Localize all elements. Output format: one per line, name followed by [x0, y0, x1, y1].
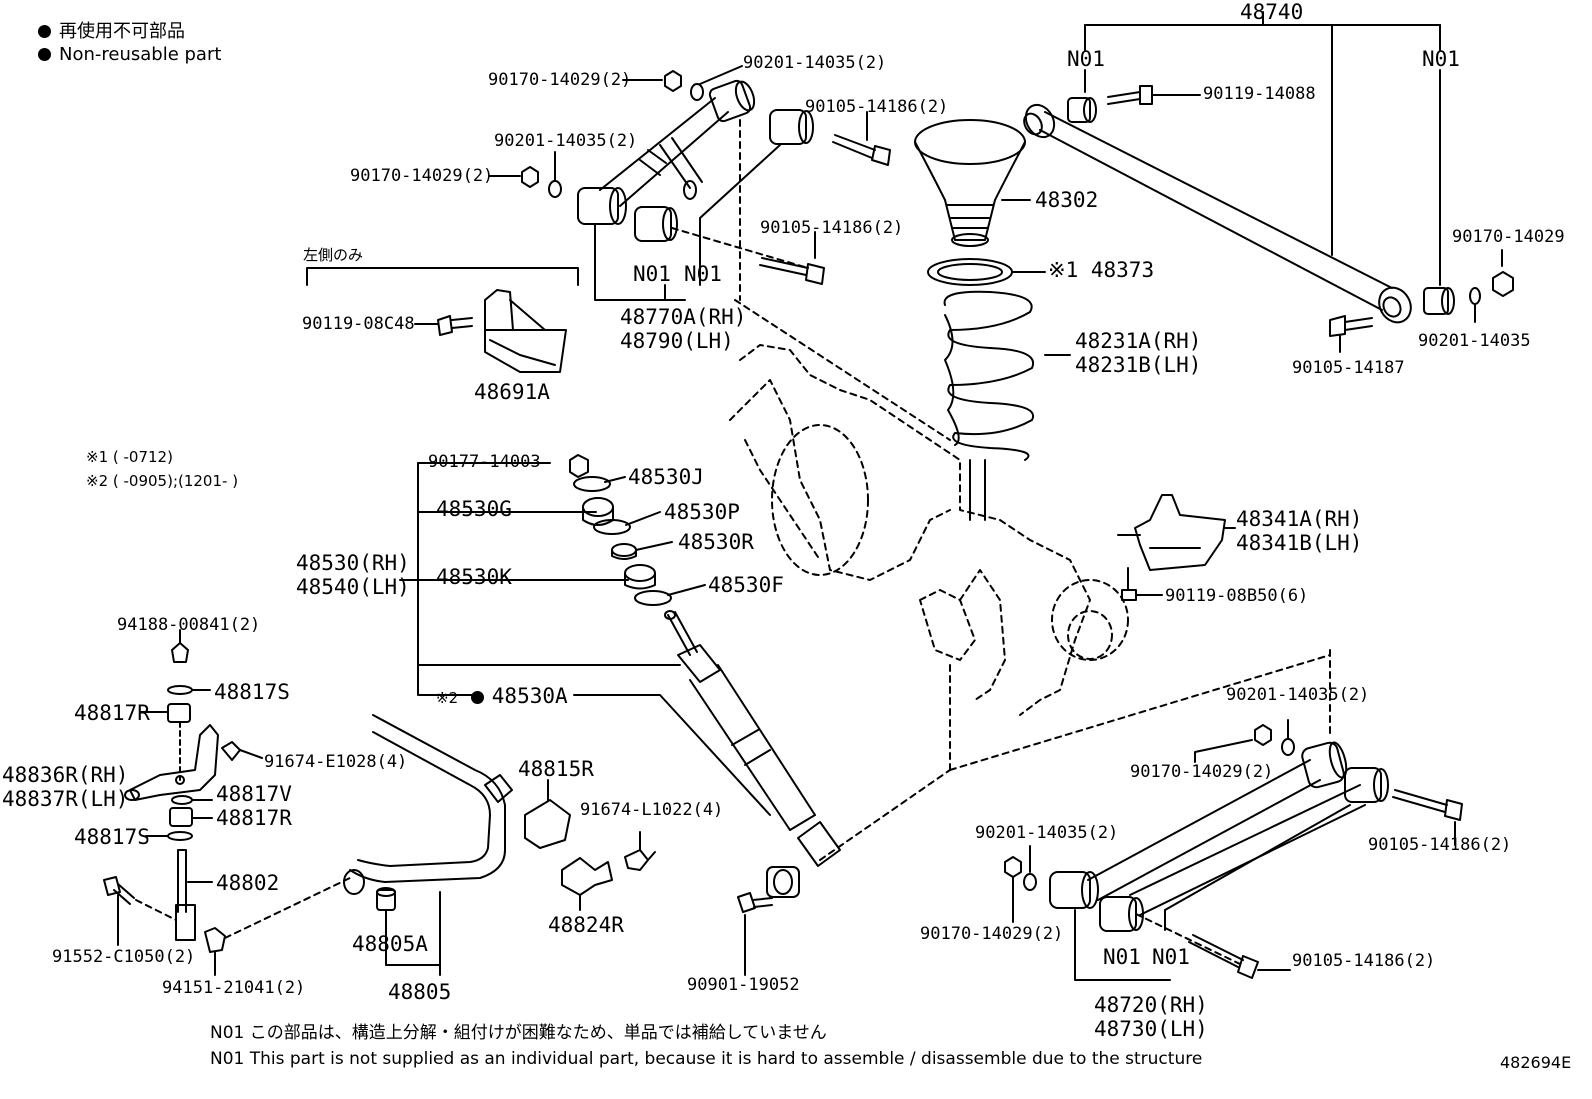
label-n01: N01	[633, 262, 671, 286]
label-48720: 48720(RH)	[1094, 993, 1208, 1017]
label-48824r: 48824R	[548, 913, 624, 937]
label-48730: 48730(LH)	[1094, 1017, 1208, 1041]
label-48802: 48802	[216, 871, 280, 895]
label-90170-14029: 90170-14029(2)	[350, 166, 494, 186]
label-48530k: 48530K	[436, 565, 512, 589]
condition-1: ※1 ( -0712)	[86, 448, 173, 466]
label-90170-14029: 90170-14029(2)	[1130, 762, 1274, 782]
label-90201-14035: 90201-14035(2)	[743, 53, 887, 73]
label-48540-lh: 48540(LH)	[296, 575, 410, 599]
label-48817r: 48817R	[74, 701, 150, 725]
label-94188-00841: 94188-00841(2)	[117, 615, 261, 635]
label-48341b: 48341B(LH)	[1236, 531, 1363, 555]
label-91674-l1022: 91674-L1022(4)	[580, 800, 724, 820]
label-90201-14035: 90201-14035(2)	[1226, 685, 1370, 705]
label-48530r: 48530R	[678, 530, 754, 554]
label-90119-08c48: 90119-08C48	[302, 314, 415, 334]
label-48790: 48790(LH)	[620, 329, 734, 353]
label-48817s: 48817S	[74, 825, 150, 849]
figure-id: 482694E	[1500, 1053, 1572, 1072]
label-48530f: 48530F	[708, 573, 784, 597]
non-reusable-dot-icon	[470, 691, 484, 704]
label-48231a: 48231A(RH)	[1075, 329, 1202, 353]
footnote-en: N01 This part is not supplied as an indi…	[210, 1049, 1203, 1069]
label-90201-14035: 90201-14035	[1418, 331, 1531, 351]
label-90105-14186: 90105-14186(2)	[760, 218, 904, 238]
label-48817v: 48817V	[216, 782, 292, 806]
label-48817r: 48817R	[216, 806, 292, 830]
label-48530-rh: 48530(RH)	[296, 551, 410, 575]
label-48805: 48805	[388, 980, 452, 1004]
label-n01: N01	[684, 262, 722, 286]
condition-2: ※2 ( -0905);(1201- )	[86, 472, 239, 490]
left-only-label: 左側のみ	[303, 246, 364, 264]
label-48837r: 48837R(LH)	[2, 787, 129, 811]
label-90177-14003: 90177-14003	[428, 452, 541, 472]
label-91552-c1050: 91552-C1050(2)	[52, 947, 196, 967]
label-48691a: 48691A	[474, 380, 550, 404]
footnote-jp: N01 この部品は、構造上分解・組付けが困難なため、単品では補給していません	[210, 1023, 827, 1043]
label-48530p: 48530P	[664, 500, 740, 524]
label-90119-08b50: 90119-08B50(6)	[1165, 586, 1309, 606]
label-90170-14029: 90170-14029(2)	[488, 70, 632, 90]
label-48530g: 48530G	[436, 497, 512, 521]
label-48836r: 48836R(RH)	[2, 763, 129, 787]
label-94151-21041: 94151-21041(2)	[162, 978, 306, 998]
label-48302: 48302	[1035, 188, 1099, 212]
label-90105-14186: 90105-14186(2)	[1292, 951, 1436, 971]
label-48770a: 48770A(RH)	[620, 305, 747, 329]
label-48373: ※1 48373	[1048, 258, 1155, 282]
label-90105-14186: 90105-14186(2)	[805, 97, 949, 117]
label-90105-14186: 90105-14186(2)	[1368, 835, 1512, 855]
label-n01: N01	[1103, 945, 1141, 969]
label-n01: N01	[1152, 945, 1190, 969]
label-n01: N01	[1067, 47, 1105, 71]
label-90201-14035: 90201-14035(2)	[494, 131, 638, 151]
label-91674-e1028: 91674-E1028(4)	[264, 752, 408, 772]
label-48530j: 48530J	[628, 465, 704, 489]
label-48530a: ※2 48530A	[436, 684, 568, 708]
label-90170-14029: 90170-14029	[1452, 227, 1565, 247]
label-48815r: 48815R	[518, 757, 594, 781]
label-48740: 48740	[1240, 0, 1304, 24]
label-90170-14029: 90170-14029(2)	[920, 924, 1064, 944]
label-90105-14187: 90105-14187	[1292, 358, 1405, 378]
legend-en: Non-reusable part	[38, 44, 221, 66]
label-48341a: 48341A(RH)	[1236, 507, 1363, 531]
label-48817s: 48817S	[214, 680, 290, 704]
label-90901-19052: 90901-19052	[687, 975, 800, 995]
legend-jp: 再使用不可部品	[38, 21, 185, 43]
label-48805a: 48805A	[352, 932, 428, 956]
label-48231b: 48231B(LH)	[1075, 353, 1202, 377]
non-reusable-dot-icon	[38, 25, 51, 38]
label-90119-14088: 90119-14088	[1203, 84, 1316, 104]
non-reusable-dot-icon	[38, 48, 51, 61]
label-90201-14035: 90201-14035(2)	[975, 823, 1119, 843]
label-n01: N01	[1422, 47, 1460, 71]
